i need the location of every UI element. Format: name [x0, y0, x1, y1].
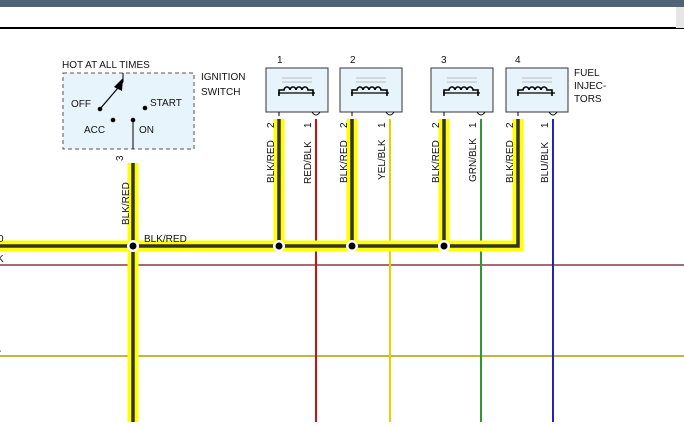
injector-number: 3 [441, 55, 447, 66]
wire-label: BLK/RED [431, 140, 442, 183]
splice-dot [438, 240, 450, 252]
injector-1 [265, 67, 329, 116]
switch-name-line1: IGNITION [201, 72, 245, 83]
switch-name-line2: SWITCH [201, 87, 240, 98]
pin-label: 1 [303, 122, 314, 128]
fuel-injectors-label-line2: INJEC- [574, 81, 606, 92]
wire-label: GRN/BLK [468, 138, 479, 182]
blk-red-bus [0, 119, 524, 422]
injector-4 [505, 67, 569, 116]
pin-label: 1 [377, 122, 388, 128]
injector-3 [430, 67, 494, 116]
wire-label: BLK/RED [339, 140, 350, 183]
fuel-injectors-label-line3: TORS [574, 94, 602, 105]
left-edge-label: - [0, 346, 1, 357]
fuel-injectors-label-line1: FUEL [574, 68, 600, 79]
hot-at-all-times-label: HOT AT ALL TIMES [62, 60, 150, 71]
pin-label: 2 [431, 122, 442, 128]
left-edge-label: K [0, 254, 4, 265]
injector-number: 1 [277, 55, 283, 66]
pin-label: 1 [540, 122, 551, 128]
scrollbar-right[interactable] [676, 7, 684, 28]
switch-on-label: ON [139, 125, 154, 136]
pin-label: 2 [266, 122, 277, 128]
injector-number: 2 [350, 55, 356, 66]
wire-label: BLK/RED [505, 140, 516, 183]
switch-off-label: OFF [71, 99, 91, 110]
ignition-switch [62, 72, 195, 150]
splice-dot [127, 240, 139, 252]
wire-label: BLU/BLK [540, 142, 551, 183]
switch-acc-label: ACC [84, 125, 105, 136]
switch-pin-label: 3 [115, 155, 126, 161]
splice-dot [273, 240, 285, 252]
top-bar [0, 0, 684, 7]
wire-label: BLK/RED [266, 140, 277, 183]
left-edge-label: 0 [0, 234, 4, 245]
pin-label: 1 [468, 122, 479, 128]
bus-wire-label: BLK/RED [144, 234, 187, 245]
injector-2 [339, 67, 403, 116]
switch-wire-label: BLK/RED [121, 182, 132, 225]
pin-label: 2 [505, 122, 516, 128]
switch-start-label: START [150, 98, 182, 109]
pin-label: 2 [339, 122, 350, 128]
wire-label: YEL/BLK [377, 139, 388, 180]
wire-label: RED/BLK [303, 141, 314, 184]
injector-number: 4 [515, 55, 521, 66]
splice-dot [346, 240, 358, 252]
